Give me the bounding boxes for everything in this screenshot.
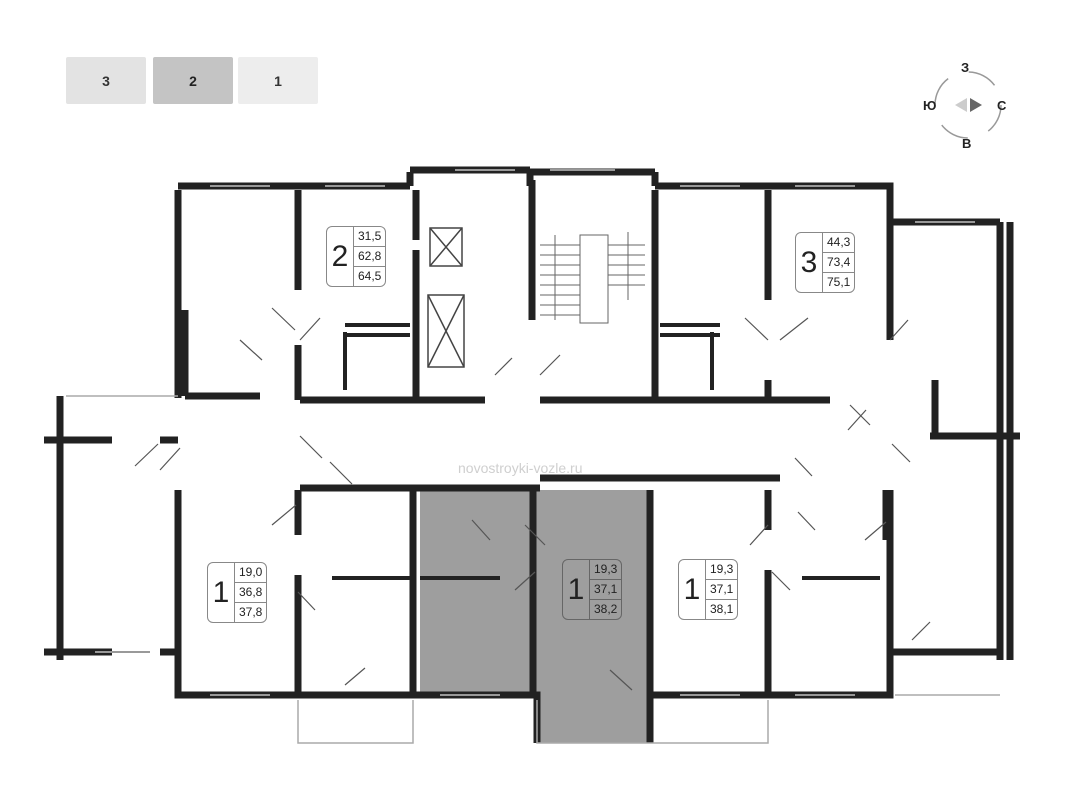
gross-area: 64,5	[358, 269, 382, 283]
room-count: 1	[683, 572, 701, 606]
compass-north-label: З	[961, 60, 970, 75]
living-area: 19,0	[235, 563, 267, 583]
total-area: 62,8	[354, 247, 386, 267]
room-count: 3	[800, 245, 818, 279]
apartment-label-3room[interactable]: 3 44,3 73,4 75,1	[795, 232, 856, 293]
room-count: 1	[212, 575, 230, 609]
stairwell	[540, 232, 645, 324]
balconies	[66, 395, 1000, 744]
total-area: 37,1	[590, 580, 622, 600]
kitchen-counters	[332, 323, 880, 580]
living-area: 44,3	[823, 233, 855, 253]
living-area: 31,5	[354, 227, 386, 247]
compass-west-label: Ю	[923, 98, 937, 113]
total-area: 36,8	[235, 583, 267, 603]
walls	[44, 166, 1020, 743]
elevator-shafts	[427, 227, 465, 368]
room-count: 1	[567, 572, 585, 606]
compass-circle-icon	[934, 71, 1002, 139]
floor-tab-1[interactable]: 1	[238, 57, 318, 104]
total-area: 37,1	[706, 580, 738, 600]
living-area: 19,3	[706, 560, 738, 580]
area-values: 19,0 36,8 37,8	[234, 563, 267, 622]
apartment-label-1room-left[interactable]: 1 19,0 36,8 37,8	[207, 562, 268, 623]
area-values: 19,3 37,1 38,1	[705, 560, 738, 619]
gross-area: 38,1	[710, 602, 734, 616]
apartment-label-1room-selected[interactable]: 1 19,3 37,1 38,2	[562, 559, 623, 620]
gross-area: 37,8	[239, 605, 263, 619]
room-count: 2	[331, 239, 349, 273]
door-swings	[134, 307, 931, 691]
total-area: 73,4	[823, 253, 855, 273]
compass-east-label: С	[997, 98, 1007, 113]
apartment-label-2room[interactable]: 2 31,5 62,8 64,5	[326, 226, 387, 287]
gross-area: 38,2	[594, 602, 618, 616]
floor-tab-2[interactable]: 2	[153, 57, 233, 104]
area-values: 31,5 62,8 64,5	[353, 227, 386, 286]
living-area: 19,3	[590, 560, 622, 580]
watermark: novostroyki-vozle.ru	[458, 460, 583, 476]
area-values: 44,3 73,4 75,1	[822, 233, 855, 292]
gross-area: 75,1	[827, 275, 851, 289]
windows	[95, 169, 975, 696]
area-values: 19,3 37,1 38,2	[589, 560, 622, 619]
floor-tab-3[interactable]: 3	[66, 57, 146, 104]
apartment-label-1room-right[interactable]: 1 19,3 37,1 38,1	[678, 559, 739, 620]
compass-rose: З В Ю С	[923, 60, 1013, 151]
compass-south-label: В	[962, 136, 972, 151]
